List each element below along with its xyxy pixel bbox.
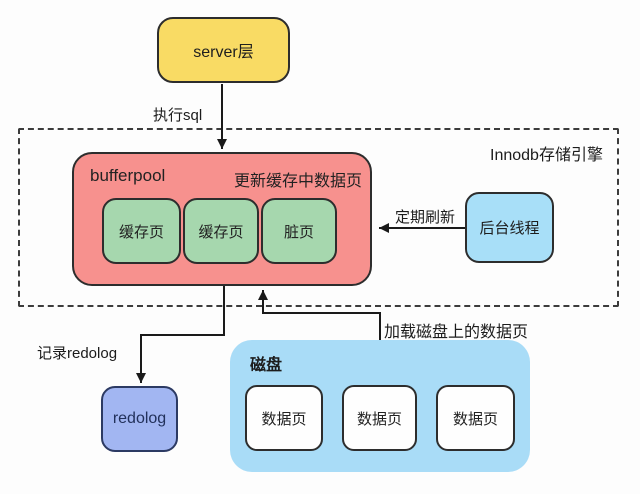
background-thread-node: 后台线程: [465, 192, 554, 263]
innodb-engine-label: Innodb存储引擎: [490, 147, 603, 164]
disk-node: 磁盘 数据页 数据页 数据页: [230, 340, 530, 472]
data-page-2: 数据页: [342, 385, 417, 451]
background-thread-label: 后台线程: [479, 220, 540, 237]
redolog-label: redolog: [112, 410, 167, 427]
load-disk-pages-label: 加载磁盘上的数据页: [384, 324, 529, 341]
server-layer-node: server层: [157, 17, 290, 83]
data-page-1: 数据页: [245, 385, 323, 451]
disk-title: 磁盘: [250, 357, 283, 374]
periodic-flush-label: 定期刷新: [394, 209, 455, 226]
cache-page-2: 缓存页: [183, 198, 259, 264]
bufferpool-title: bufferpool: [90, 166, 166, 185]
bufferpool-update-note: 更新缓存中数据页: [233, 173, 362, 190]
bufferpool-node: bufferpool 更新缓存中数据页 缓存页 缓存页 脏页: [72, 152, 372, 286]
data-page-3: 数据页: [436, 385, 515, 451]
dirty-page: 脏页: [261, 198, 337, 264]
execute-sql-label: 执行sql: [153, 107, 203, 124]
server-layer-label: server层: [193, 44, 254, 61]
redolog-node: redolog: [101, 386, 178, 452]
cache-page-1: 缓存页: [102, 198, 181, 264]
record-redolog-label: 记录redolog: [37, 345, 118, 362]
